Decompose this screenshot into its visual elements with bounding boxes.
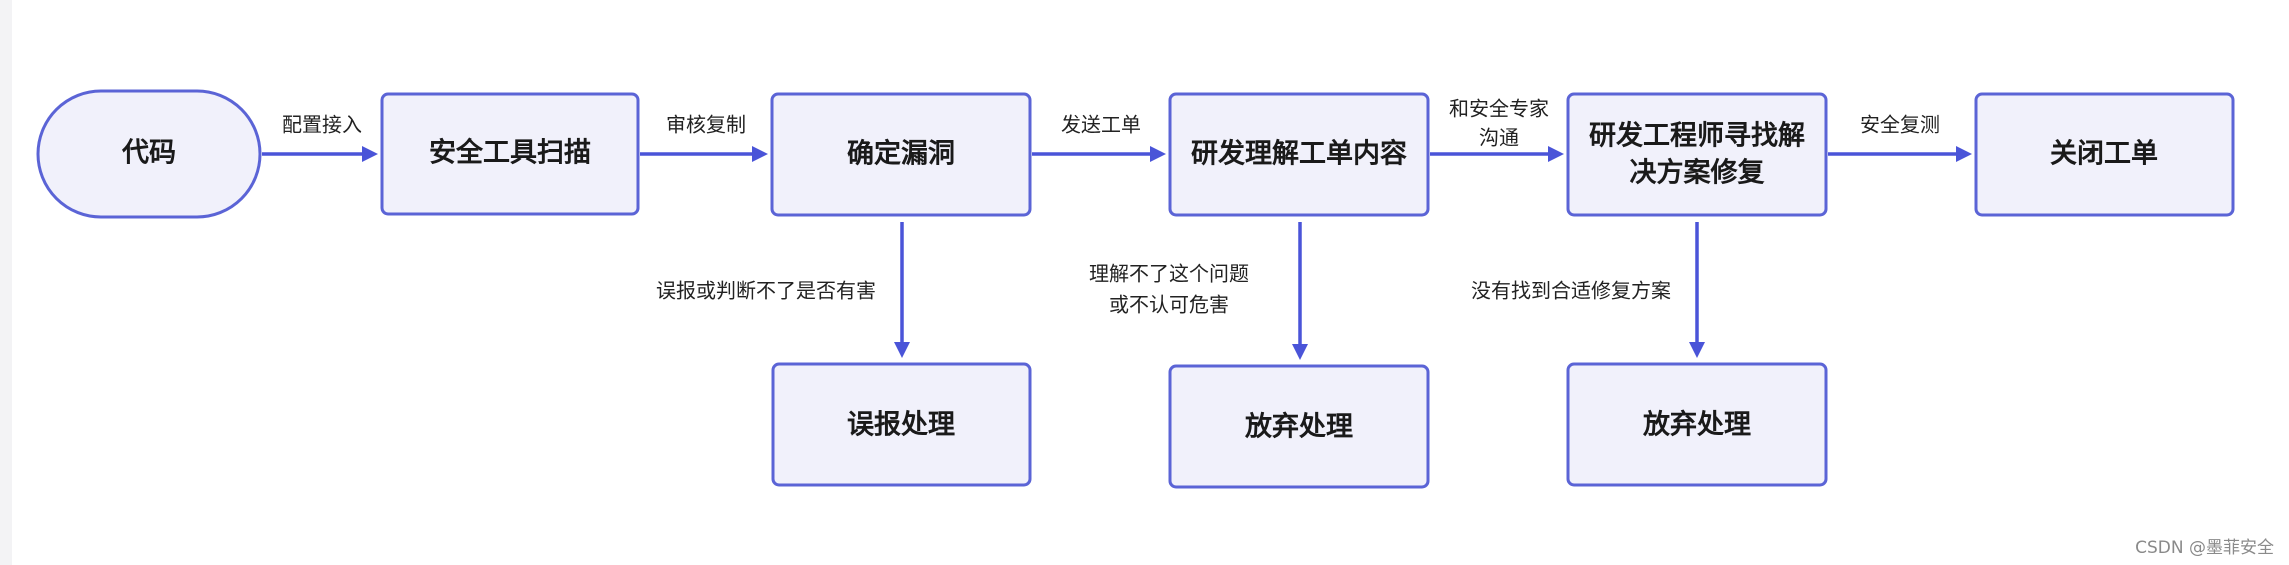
arrowhead-icon: [1292, 344, 1308, 360]
node-fix-label-line1: 研发工程师寻找解: [1589, 120, 1805, 152]
edge-label-false-positive: 误报或判断不了是否有害: [656, 279, 876, 303]
arrowhead-icon: [362, 146, 378, 162]
edge-label-send-ticket: 发送工单: [1061, 113, 1141, 137]
node-abandon-2: 放弃处理: [1566, 362, 1828, 487]
edge-label-retest: 安全复测: [1860, 113, 1940, 137]
edge-label-consult-line1: 和安全专家: [1449, 97, 1549, 121]
edge-understand-to-abandon-1: 理解不了这个问题 或不认可危害: [1089, 222, 1308, 360]
node-scan: 安全工具扫描: [380, 92, 640, 216]
node-close-label: 关闭工单: [2050, 139, 2158, 170]
node-code-label: 代码: [121, 138, 176, 169]
node-scan-label: 安全工具扫描: [429, 137, 591, 169]
edge-label-consult-line2: 沟通: [1479, 126, 1519, 150]
edge-confirm-to-understand: 发送工单: [1032, 113, 1166, 162]
node-understand: 研发理解工单内容: [1168, 92, 1430, 217]
edge-scan-to-confirm: 审核复制: [640, 113, 768, 162]
left-margin-strip: [0, 0, 12, 565]
edge-label-not-understood-line1: 理解不了这个问题: [1089, 262, 1249, 286]
node-abandon-1: 放弃处理: [1168, 364, 1430, 489]
edge-confirm-to-false-positive: 误报或判断不了是否有害: [656, 222, 910, 358]
arrowhead-icon: [1689, 342, 1705, 358]
node-false-positive-label: 误报处理: [847, 410, 955, 441]
node-close: 关闭工单: [1974, 92, 2235, 217]
node-fix: 研发工程师寻找解 决方案修复: [1566, 92, 1828, 217]
edge-label-review: 审核复制: [666, 113, 746, 137]
node-code: 代码: [36, 89, 262, 219]
node-abandon-2-label: 放弃处理: [1642, 409, 1751, 441]
edge-label-not-understood-line2: 或不认可危害: [1109, 293, 1229, 317]
arrowhead-icon: [1150, 146, 1166, 162]
node-abandon-1-label: 放弃处理: [1244, 411, 1353, 443]
arrowhead-icon: [752, 146, 768, 162]
arrowhead-icon: [894, 342, 910, 358]
edge-fix-to-abandon-2: 没有找到合适修复方案: [1471, 222, 1705, 358]
node-false-positive: 误报处理: [771, 362, 1032, 487]
watermark: CSDN @墨菲安全: [2135, 538, 2274, 558]
node-fix-label-line2: 决方案修复: [1630, 157, 1766, 189]
edge-label-config: 配置接入: [282, 113, 362, 137]
edge-understand-to-fix: 和安全专家 沟通: [1430, 97, 1564, 162]
arrowhead-icon: [1548, 146, 1564, 162]
node-confirm-label: 确定漏洞: [847, 138, 955, 170]
edge-label-no-fix: 没有找到合适修复方案: [1471, 279, 1671, 303]
node-confirm: 确定漏洞: [770, 92, 1032, 217]
edge-code-to-scan: 配置接入: [262, 113, 378, 162]
node-understand-label: 研发理解工单内容: [1191, 138, 1407, 170]
arrowhead-icon: [1956, 146, 1972, 162]
edge-fix-to-close: 安全复测: [1828, 113, 1972, 162]
